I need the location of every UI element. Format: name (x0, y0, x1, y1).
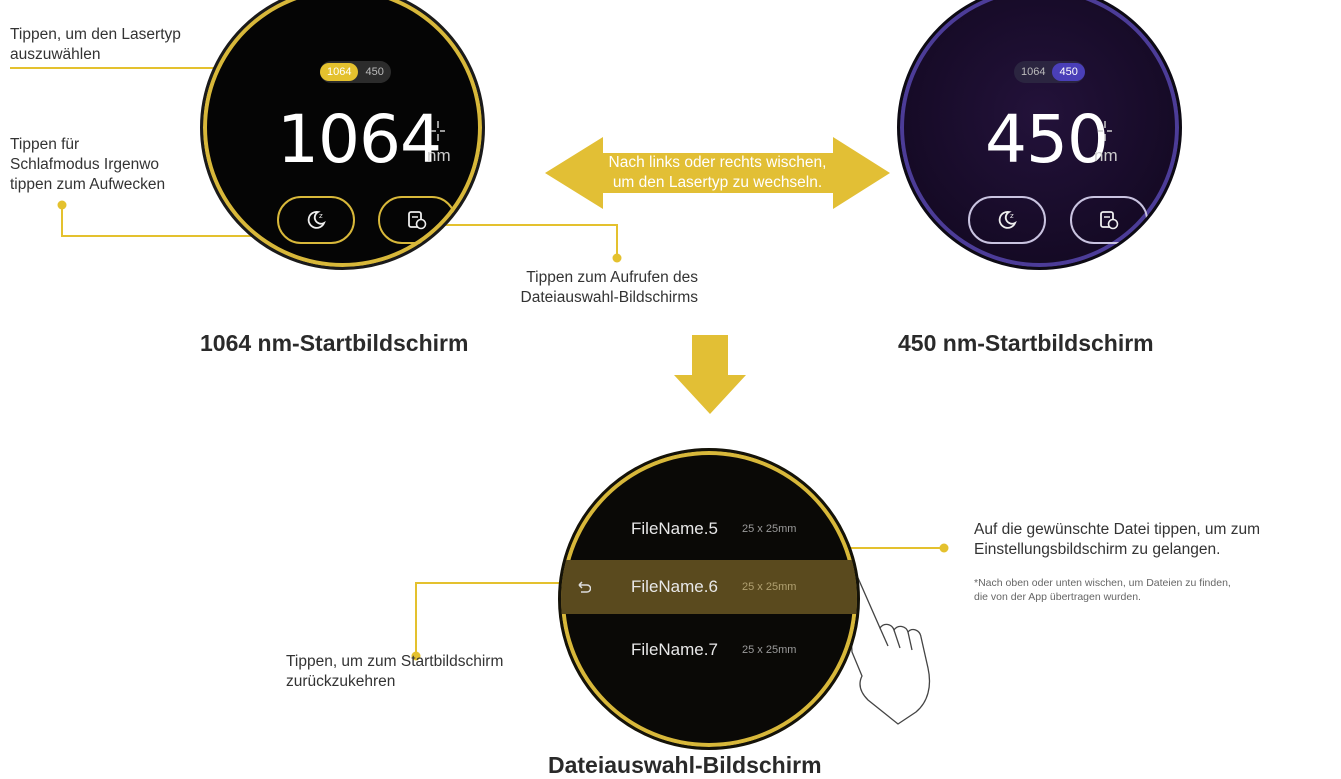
file-name: FileName.6 (631, 577, 718, 596)
sleep-button[interactable]: z (277, 196, 355, 244)
sleep-button[interactable]: z (968, 196, 1046, 244)
wavelength-value: 1064 (277, 101, 442, 178)
file-size: 25 x 25mm (742, 523, 797, 535)
annotation-back: Tippen, um zum Startbildschirm zurückzuk… (286, 652, 503, 692)
laser-burst-icon (1098, 121, 1112, 141)
unit-label: nm (1094, 146, 1118, 165)
annotation-line: die von der App übertragen wurden. (974, 591, 1141, 603)
annotation-line: *Nach oben oder unten wischen, um Dateie… (974, 577, 1231, 589)
file-select-button[interactable] (378, 196, 456, 244)
toggle-option-1064[interactable]: 1064 (320, 63, 359, 81)
annotation-line: Tippen, um den Lasertyp (10, 26, 181, 43)
toggle-option-1064[interactable]: 1064 (1021, 66, 1046, 78)
file-size: 25 x 25mm (742, 644, 797, 656)
file-clock-icon (1100, 211, 1119, 230)
watch-1064-screen: 1064 450 1064 nm z (200, 0, 485, 270)
annotation-line: Dateiauswahl-Bildschirms (520, 289, 698, 306)
back-arrow-icon[interactable] (575, 579, 591, 595)
file-clock-icon (408, 211, 427, 230)
annotation-file-select: Tippen zum Aufrufen des Dateiauswahl-Bil… (470, 268, 698, 308)
caption-file-screen: Dateiauswahl-Bildschirm (548, 752, 822, 778)
watch-450-screen: 1064 450 450 nm z (897, 0, 1182, 270)
file-row[interactable]: FileName.5 25 x 25mm (561, 502, 857, 556)
caption-450: 450 nm-Startbildschirm (898, 330, 1154, 356)
svg-text:z: z (1010, 212, 1014, 220)
laser-type-toggle[interactable]: 1064 450 (320, 61, 391, 83)
moon-sleep-icon: z (307, 211, 326, 229)
swipe-hint-line1: Nach links oder rechts wischen, (608, 154, 827, 171)
swipe-hint-line2: um den Lasertyp zu wechseln. (612, 174, 823, 191)
watch-file-screen: FileName.5 25 x 25mm FileName.6 25 x 25m… (558, 448, 860, 750)
caption-1064: 1064 nm-Startbildschirm (200, 330, 469, 356)
swipe-hint: Nach links oder rechts wischen, um den L… (560, 153, 875, 193)
wavelength-value: 450 (985, 101, 1109, 178)
svg-text:z: z (319, 212, 323, 220)
file-select-button[interactable] (1070, 196, 1148, 244)
toggle-option-450[interactable]: 450 (1052, 63, 1085, 81)
connector-back (415, 582, 579, 656)
toggle-option-450[interactable]: 450 (365, 66, 384, 78)
annotation-note: *Nach oben oder unten wischen, um Dateie… (974, 576, 1231, 604)
moon-sleep-icon: z (998, 211, 1017, 229)
annotation-sleep: Tippen für Schlafmodus Irgenwo tippen zu… (10, 135, 165, 195)
annotation-select-laser: Tippen, um den Lasertyp auszuwählen (10, 25, 181, 65)
connector-sleep (61, 205, 296, 237)
annotation-line: Tippen für (10, 136, 80, 153)
annotation-line: Tippen, um zum Startbildschirm (286, 653, 504, 670)
annotation-line: Tippen zum Aufrufen des (526, 269, 698, 286)
annotation-line: Schlafmodus Irgenwo (10, 156, 160, 173)
connector-file (440, 224, 618, 258)
file-size: 25 x 25mm (742, 581, 797, 593)
annotation-pick-file: Auf die gewünschte Datei tippen, um zum … (974, 520, 1260, 560)
annotation-line: Einstellungsbildschirm zu gelangen. (974, 541, 1221, 558)
down-arrow-icon (674, 335, 746, 414)
file-row-selected[interactable]: FileName.6 25 x 25mm (561, 560, 857, 614)
file-row[interactable]: FileName.7 25 x 25mm (561, 623, 857, 677)
file-name: FileName.5 (631, 519, 718, 538)
laser-burst-icon (431, 121, 445, 141)
unit-label: nm (427, 146, 451, 165)
annotation-line: Auf die gewünschte Datei tippen, um zum (974, 521, 1261, 538)
annotation-line: tippen zum Aufwecken (10, 176, 166, 193)
annotation-line: zurückzukehren (286, 673, 396, 690)
file-name: FileName.7 (631, 640, 718, 659)
annotation-line: auszuwählen (10, 46, 101, 63)
laser-type-toggle[interactable]: 1064 450 (1014, 61, 1085, 83)
hand-pointer-icon (847, 574, 931, 725)
swipe-arrow-icon (545, 137, 890, 209)
